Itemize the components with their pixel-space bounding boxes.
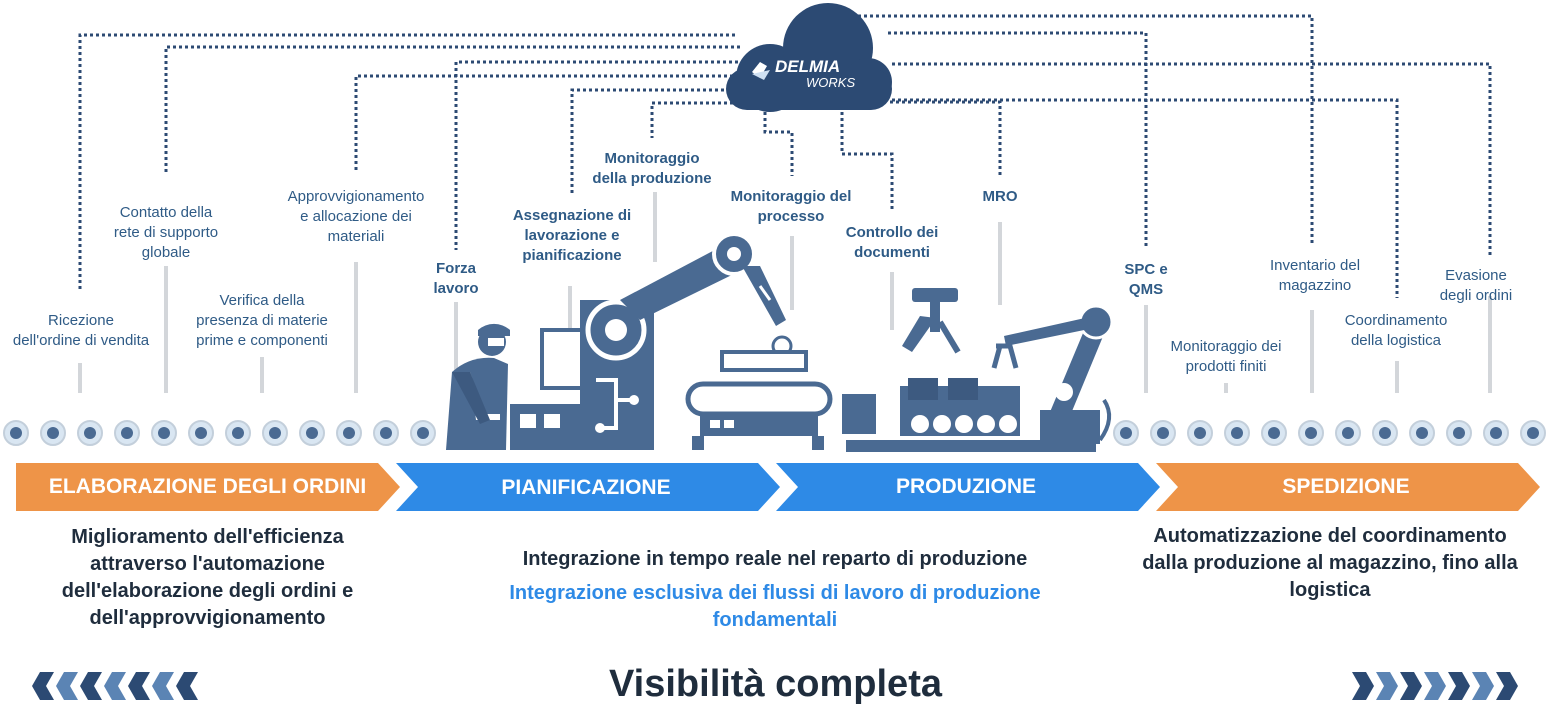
module-label-inventario: Inventario del magazzino <box>1269 257 1361 294</box>
chevron-left-2 <box>56 672 78 700</box>
production-line-icon <box>842 288 1114 452</box>
phase-label-produzione: PRODUZIONE <box>895 475 1036 498</box>
chevron-right-1 <box>1352 672 1374 700</box>
connector-line-11 <box>858 14 1314 246</box>
brand-name: DELMIA <box>775 57 840 76</box>
timeline-dots <box>3 420 1546 446</box>
connector-line-7 <box>763 112 794 176</box>
phase-arrow-1 <box>16 463 400 511</box>
timeline-dot-10 <box>343 427 355 439</box>
timeline-dot-23 <box>1490 427 1502 439</box>
connector-line-9 <box>890 100 1002 176</box>
timeline-dot-4 <box>121 427 133 439</box>
timeline-dot-6 <box>195 427 207 439</box>
timeline-dot-14 <box>1157 427 1169 439</box>
timeline-dot-11 <box>380 427 392 439</box>
phase-arrow-4 <box>1156 463 1540 511</box>
timeline-dot-20 <box>1379 427 1391 439</box>
connector-line-6 <box>650 101 775 138</box>
connector-lines <box>78 14 1492 298</box>
module-label-assegnazione: Assegnazione di lavorazione e pianificaz… <box>512 207 632 264</box>
timeline-dot-7 <box>232 427 244 439</box>
chevron-right-6 <box>1472 672 1494 700</box>
connector-line-1 <box>78 33 735 290</box>
module-label-ricezione: Ricezione dell'ordine di vendita <box>12 312 150 349</box>
timeline-dot-1 <box>10 427 22 439</box>
chevron-right-7 <box>1496 672 1518 700</box>
phase-arrow-3 <box>776 463 1160 511</box>
chevrons-right-icon <box>1352 672 1518 700</box>
chevron-right-4 <box>1424 672 1446 700</box>
worker-icon <box>446 323 510 450</box>
module-label-coordinamento: Coordinamento della logistica <box>1344 312 1448 349</box>
connector-line-3 <box>354 74 745 170</box>
chevron-right-2 <box>1376 672 1398 700</box>
chevron-left-4 <box>104 672 126 700</box>
phase-label-elaborazione: ELABORAZIONE DEGLI ORDINI <box>48 475 367 498</box>
description-integration-main: Integrazione in tempo reale nel reparto … <box>522 548 1028 570</box>
chevron-left-1 <box>32 672 54 700</box>
module-label-approvvigionamento: Approvvigionamento e allocazione dei mat… <box>287 188 425 245</box>
timeline-dot-15 <box>1194 427 1206 439</box>
chevron-right-5 <box>1448 672 1470 700</box>
module-label-spc-qms: SPC e QMS <box>1124 261 1168 298</box>
timeline-dot-3 <box>84 427 96 439</box>
chevron-left-5 <box>128 672 150 700</box>
chevron-right-3 <box>1400 672 1422 700</box>
timeline-dot-24 <box>1527 427 1539 439</box>
module-label-controllo-documenti: Controllo dei documenti <box>845 224 939 261</box>
module-label-evasione: Evasione degli ordini <box>1439 267 1513 304</box>
description-integration-sub: Integrazione esclusiva dei flussi di lav… <box>509 582 1041 631</box>
chevron-left-7 <box>176 672 198 700</box>
cloud-icon <box>726 3 892 112</box>
brand-sub: WORKS <box>806 75 855 90</box>
conveyor-icon <box>685 350 833 450</box>
control-panel-icon <box>510 328 600 450</box>
connector-line-12 <box>892 98 1399 298</box>
chevrons-left-icon <box>32 672 198 700</box>
module-label-monitoraggio-produzione: Monitoraggio della produzione <box>592 150 712 187</box>
timeline-dot-21 <box>1416 427 1428 439</box>
phase-label-pianificazione: PIANIFICAZIONE <box>501 476 671 499</box>
phase-label-spedizione: SPEDIZIONE <box>1282 475 1410 498</box>
connector-line-10 <box>888 31 1148 249</box>
timeline-dot-9 <box>306 427 318 439</box>
timeline-dot-18 <box>1305 427 1317 439</box>
timeline-dot-22 <box>1453 427 1465 439</box>
footer-title: Visibilità completa <box>609 663 942 705</box>
chevron-left-6 <box>152 672 174 700</box>
module-label-monitoraggio-prodotti: Monitoraggio dei prodotti finiti <box>1170 338 1282 375</box>
module-label-forza-lavoro: Forza lavoro <box>433 260 479 297</box>
timeline-dot-2 <box>47 427 59 439</box>
description-orders: Miglioramento dell'efficienza attraverso… <box>61 526 354 629</box>
phase-arrows <box>16 463 1540 511</box>
connector-line-13 <box>892 62 1492 256</box>
timeline-dot-16 <box>1231 427 1243 439</box>
module-label-verifica: Verifica della presenza di materie prime… <box>196 292 328 349</box>
timeline-dot-8 <box>269 427 281 439</box>
description-shipping: Automatizzazione del coordinamento dalla… <box>1142 525 1518 601</box>
timeline-dot-19 <box>1342 427 1354 439</box>
timeline-dot-12 <box>417 427 429 439</box>
3ds-logo-icon <box>752 62 770 80</box>
timeline-dot-5 <box>158 427 170 439</box>
timeline-dot-17 <box>1268 427 1280 439</box>
connector-line-5 <box>570 88 760 195</box>
robot-arm-icon <box>580 232 793 450</box>
timeline-dot-13 <box>1120 427 1132 439</box>
chevron-left-3 <box>80 672 102 700</box>
connector-line-4 <box>454 60 750 250</box>
module-label-contatto: Contatto della rete di supporto globale <box>113 204 219 261</box>
module-label-mro: MRO <box>982 188 1018 205</box>
module-label-monitoraggio-processo: Monitoraggio del processo <box>730 188 852 225</box>
connector-line-8 <box>840 112 894 212</box>
phase-arrow-2 <box>396 463 780 511</box>
